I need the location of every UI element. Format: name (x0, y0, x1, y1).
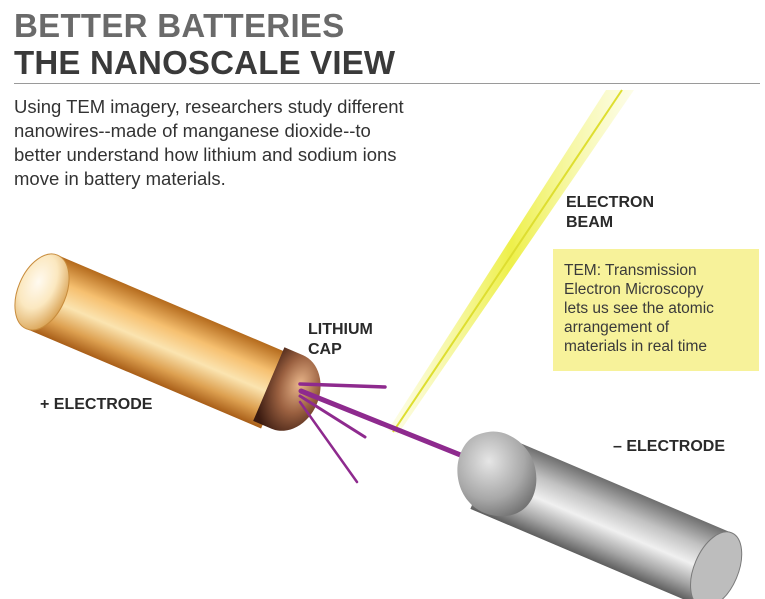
title-divider (14, 83, 760, 84)
label-line: ELECTRON (566, 194, 654, 211)
label-line: CAP (308, 341, 342, 358)
positive-electrode-body (14, 253, 293, 429)
negative-electrode-label: – ELECTRODE (613, 438, 726, 455)
nanowires (298, 382, 471, 484)
tem-line: TEM: Transmission (564, 262, 697, 279)
label-line: LITHIUM (308, 321, 373, 338)
intro-text: Using TEM imagery, researchers study dif… (14, 95, 404, 191)
tem-line: lets us see the atomic (564, 300, 714, 317)
electron-beam-label: ELECTRON BEAM (566, 193, 654, 233)
lithium-cap-label: LITHIUM CAP (308, 320, 373, 360)
electron-beam-core (392, 89, 623, 433)
tem-line: arrangement of (564, 319, 670, 336)
lithium-cap (253, 347, 321, 431)
tem-info-box: TEM: Transmission Electron Microscopy le… (553, 249, 759, 371)
tem-line: materials in real time (564, 338, 707, 355)
negative-electrode-tip (457, 431, 537, 517)
page-subtitle: THE NANOSCALE VIEW (14, 44, 396, 81)
tem-line: Electron Microscopy (564, 281, 704, 298)
page-title: BETTER BATTERIES (14, 7, 345, 44)
positive-electrode-label: + ELECTRODE (40, 396, 153, 413)
intro-line: better understand how lithium and sodium… (14, 144, 397, 165)
intro-line: Using TEM imagery, researchers study dif… (14, 96, 404, 117)
label-line: BEAM (566, 214, 614, 231)
intro-line: nanowires--made of manganese dioxide--to (14, 120, 371, 141)
intro-line: move in battery materials. (14, 168, 226, 189)
